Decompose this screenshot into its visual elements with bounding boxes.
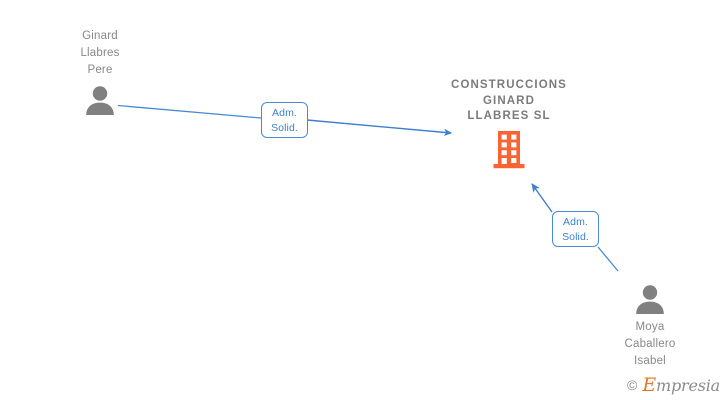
edge-person-bottom-right-to-company bbox=[531, 183, 619, 272]
edge-person-top-left-to-company bbox=[117, 104, 452, 137]
edge-label-adm-solid-bottom[interactable]: Adm. Solid. bbox=[552, 211, 599, 247]
brand-rest: mpresia bbox=[656, 376, 720, 395]
node-person-ginard-llabres-pere[interactable]: Ginard Llabres Pere bbox=[45, 28, 155, 115]
edge-label-adm-solid-top[interactable]: Adm. Solid. bbox=[261, 102, 308, 138]
person-icon bbox=[636, 285, 664, 314]
brand-initial: E bbox=[642, 374, 656, 396]
building-icon bbox=[493, 130, 525, 168]
copyright-icon: © bbox=[627, 377, 638, 393]
person-name-label: Ginard Llabres Pere bbox=[80, 30, 120, 76]
node-company-construccions-ginard-llabres-sl[interactable]: CONSTRUCCIONS GINARD LLABRES SL bbox=[418, 78, 600, 169]
empresia-watermark: © Empresia bbox=[627, 374, 720, 396]
person-icon bbox=[86, 86, 114, 115]
company-name-label: CONSTRUCCIONS GINARD LLABRES SL bbox=[451, 79, 567, 122]
person-name-label: Moya Caballero Isabel bbox=[624, 321, 676, 367]
node-person-moya-caballero-isabel[interactable]: Moya Caballero Isabel bbox=[595, 284, 705, 370]
brand-logo-text: Empresia bbox=[642, 374, 720, 396]
